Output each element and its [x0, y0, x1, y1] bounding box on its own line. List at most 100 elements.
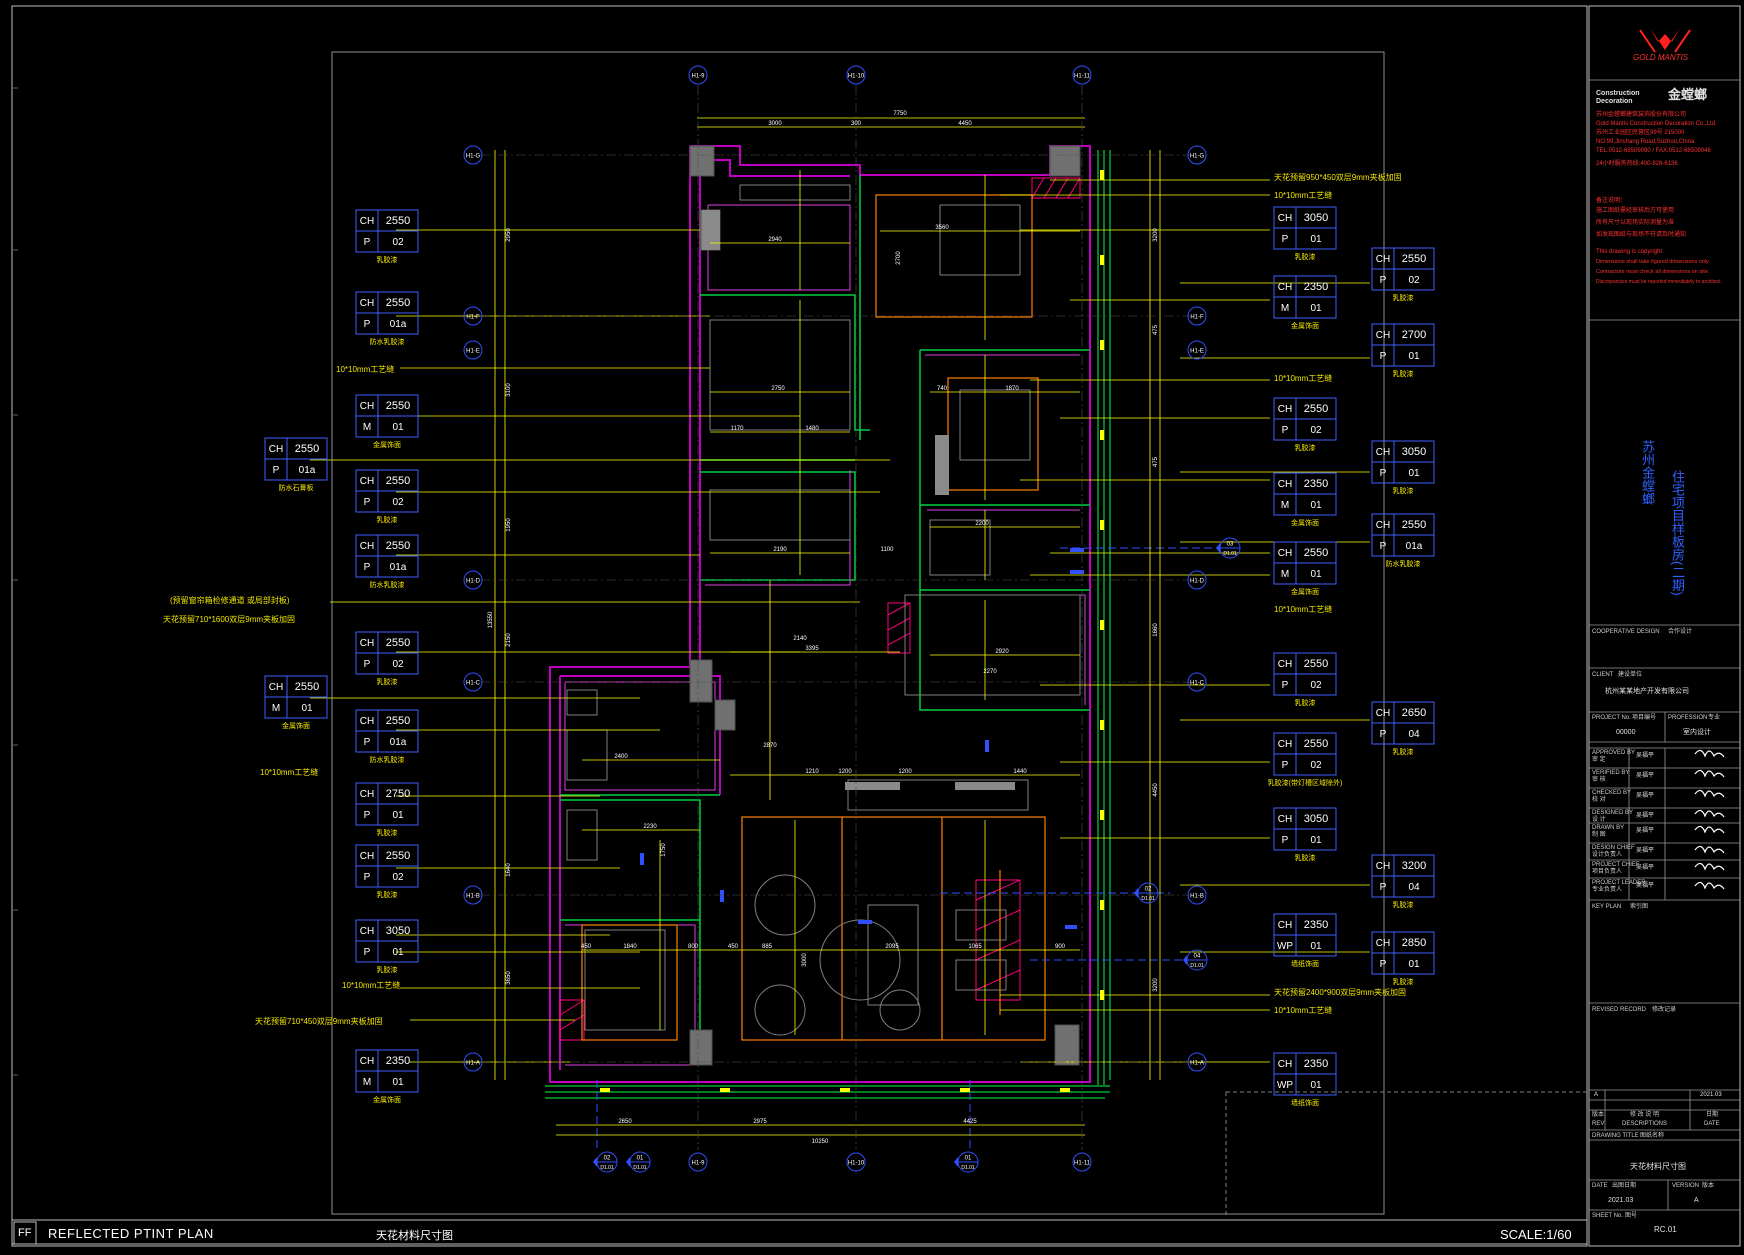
annotation: 10*10mm工艺缝: [1274, 373, 1332, 383]
tag-ch-value: 3050: [1402, 446, 1426, 458]
grid-bubble: H1-11: [1072, 1152, 1092, 1172]
tag-ch-value: 2700: [1402, 329, 1426, 341]
profession-label: PROFESSION: [1668, 715, 1708, 721]
tag-code: M: [272, 703, 280, 714]
dimension-text: 10250: [812, 1139, 829, 1145]
tag-num: 01: [392, 810, 404, 821]
tag-material-name: 乳胶漆: [377, 515, 398, 524]
approval-cn: 项目负责人: [1592, 869, 1623, 875]
tag-ch-value: 2350: [386, 1055, 410, 1067]
dimension-text: 2400: [614, 754, 628, 760]
version-value: A: [1694, 1197, 1699, 1204]
tag-material-name: 金属饰面: [373, 440, 401, 449]
grid-bubble-label: H1-G: [1190, 154, 1205, 160]
tag-ch-label: CH: [1278, 814, 1292, 825]
hatched-areas: [559, 177, 1081, 1041]
tag-material-name: 乳胶漆: [377, 255, 398, 264]
tag-ch-label: CH: [1376, 330, 1390, 341]
tag-ch-value: 2550: [1402, 253, 1426, 265]
annotation: 天花预留710*1600双层9mm夹板加固: [163, 614, 295, 624]
tag-ch-label: CH: [1278, 404, 1292, 415]
grid-bubble: H1-A: [463, 1052, 483, 1072]
tag-ch-value: 2550: [1304, 547, 1328, 559]
dimension-text: 4450: [958, 121, 972, 127]
approval-cn: 设 计: [1592, 817, 1606, 823]
grid-bubble-label: H1-C: [466, 681, 481, 687]
tag-ch-value: 2550: [1304, 403, 1328, 415]
grid-bubble: H1-A: [1187, 1052, 1207, 1072]
tag-num: 01: [1408, 468, 1420, 479]
dimension-text: 2650: [618, 1119, 632, 1125]
dimension-text: 3560: [935, 225, 949, 231]
tag-code: P: [364, 737, 371, 748]
grid-bubble: H1-F: [463, 306, 483, 326]
tag-ch-value: 2650: [1402, 707, 1426, 719]
dimension-text: 2230: [643, 824, 657, 830]
approval-label: PROJECT LEADER: [1592, 880, 1646, 886]
dimension-text: 2095: [885, 944, 899, 950]
tag-num: 02: [1408, 275, 1420, 286]
tag-material-name: 乳胶漆: [377, 828, 398, 837]
tag-code: P: [1282, 680, 1289, 691]
tag-material-name: 乳胶漆: [1295, 698, 1316, 707]
tag-code: P: [1282, 760, 1289, 771]
annotation: (预留窗帘箱检修通道 或局部封板): [170, 595, 290, 605]
tag-material-name: 防水乳胶漆: [370, 580, 405, 589]
drawing-title: 天花材料尺寸图: [1630, 1162, 1686, 1171]
tag-material-name: 乳胶漆: [1393, 293, 1414, 302]
note-line: Dimensions shall take figured dimensions…: [1596, 259, 1710, 265]
furniture: [566, 184, 1081, 1036]
dimension-text: 475: [1153, 456, 1159, 467]
tag-ch-label: CH: [360, 541, 374, 552]
grid-bubble-label: H1-F: [1190, 315, 1204, 321]
grid-bubble-label: H1-9: [691, 1161, 705, 1167]
address-line: 苏州金螳螂建筑装饰股份有限公司: [1596, 112, 1687, 118]
tag-ch-value: 2350: [1304, 919, 1328, 931]
tag-ch-value: 2350: [1304, 281, 1328, 293]
section-mark-sheet: D1.01: [1223, 551, 1237, 557]
rev-header-date-cn: 日期: [1706, 1112, 1719, 1118]
tag-num: 01: [1310, 303, 1322, 314]
tag-num: 02: [392, 237, 404, 248]
address-line: Gold Mantis Construction Decoration Co.,…: [1596, 121, 1717, 127]
tag-material-name: 乳胶漆: [1393, 900, 1414, 909]
tag-num: 02: [1310, 425, 1322, 436]
tag-material-name: 防水乳胶漆: [370, 337, 405, 346]
tag-num: 01: [392, 947, 404, 958]
grid-bubble: H1-G: [463, 145, 483, 165]
dimension-text: 3000: [802, 953, 808, 967]
tag-ch-value: 2750: [386, 788, 410, 800]
tag-material-name: 防水乳胶漆: [370, 755, 405, 764]
tag-num: 01: [1310, 835, 1322, 846]
dimension-text: 1200: [898, 769, 912, 775]
tag-ch-value: 2550: [386, 715, 410, 727]
tag-ch-label: CH: [1278, 479, 1292, 490]
tag-code: M: [363, 1077, 371, 1088]
glazing: [545, 150, 1111, 1099]
project-vertical-title-1: 苏州金螳螂: [1640, 440, 1655, 505]
tag-ch-value: 2550: [295, 443, 319, 455]
tag-ch-label: CH: [1376, 938, 1390, 949]
sheet-mark-box: [13, 1221, 37, 1245]
approval-label: PROJECT CHIEF: [1592, 862, 1640, 868]
project-vertical-title-2: 住宅项目样板房(二期): [1670, 470, 1685, 596]
section-mark-num: 01: [637, 1156, 644, 1162]
tag-code: P: [1282, 425, 1289, 436]
approval-label: CHECKED BY: [1592, 790, 1632, 796]
tag-code: P: [1380, 351, 1387, 362]
note-line: 如发现图纸与现场不符请及时通知: [1596, 232, 1687, 238]
tag-ch-value: 2550: [386, 400, 410, 412]
